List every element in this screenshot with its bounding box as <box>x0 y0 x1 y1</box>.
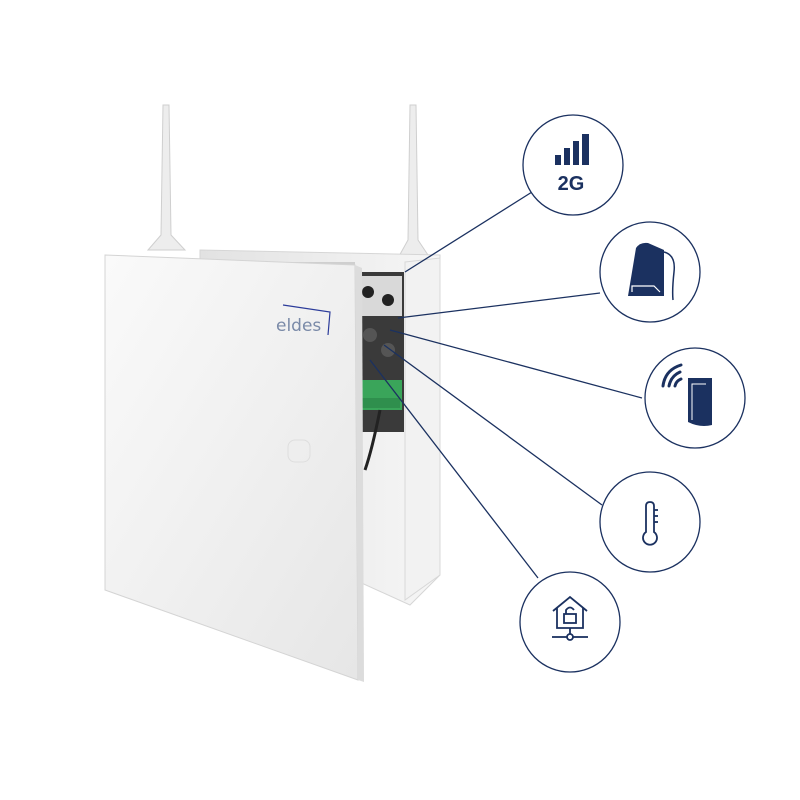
connector-line <box>389 329 643 399</box>
thermometer-icon <box>642 501 658 546</box>
brand-logo: eldes <box>276 316 321 336</box>
connector-line <box>397 292 601 319</box>
antenna-right <box>397 104 431 259</box>
enclosure-door: eldes <box>104 254 364 682</box>
connector-line <box>404 191 533 273</box>
feature-temperature <box>599 471 701 573</box>
connector-line <box>383 344 603 506</box>
antenna-icon <box>628 242 676 301</box>
connector-lines <box>369 191 643 579</box>
connector-line <box>369 359 539 579</box>
house-lock-network-icon <box>552 595 588 641</box>
feature-external-antenna <box>599 221 701 323</box>
feature-gsm: 2G <box>522 114 624 216</box>
circuit-board <box>215 262 404 471</box>
signal-bars-icon <box>555 134 589 165</box>
feature-network-security <box>519 571 621 673</box>
feature-wireless-sensor <box>644 347 746 449</box>
gsm-label: 2G <box>558 173 585 195</box>
antenna-left <box>146 104 187 251</box>
wireless-detector-icon <box>661 363 712 426</box>
